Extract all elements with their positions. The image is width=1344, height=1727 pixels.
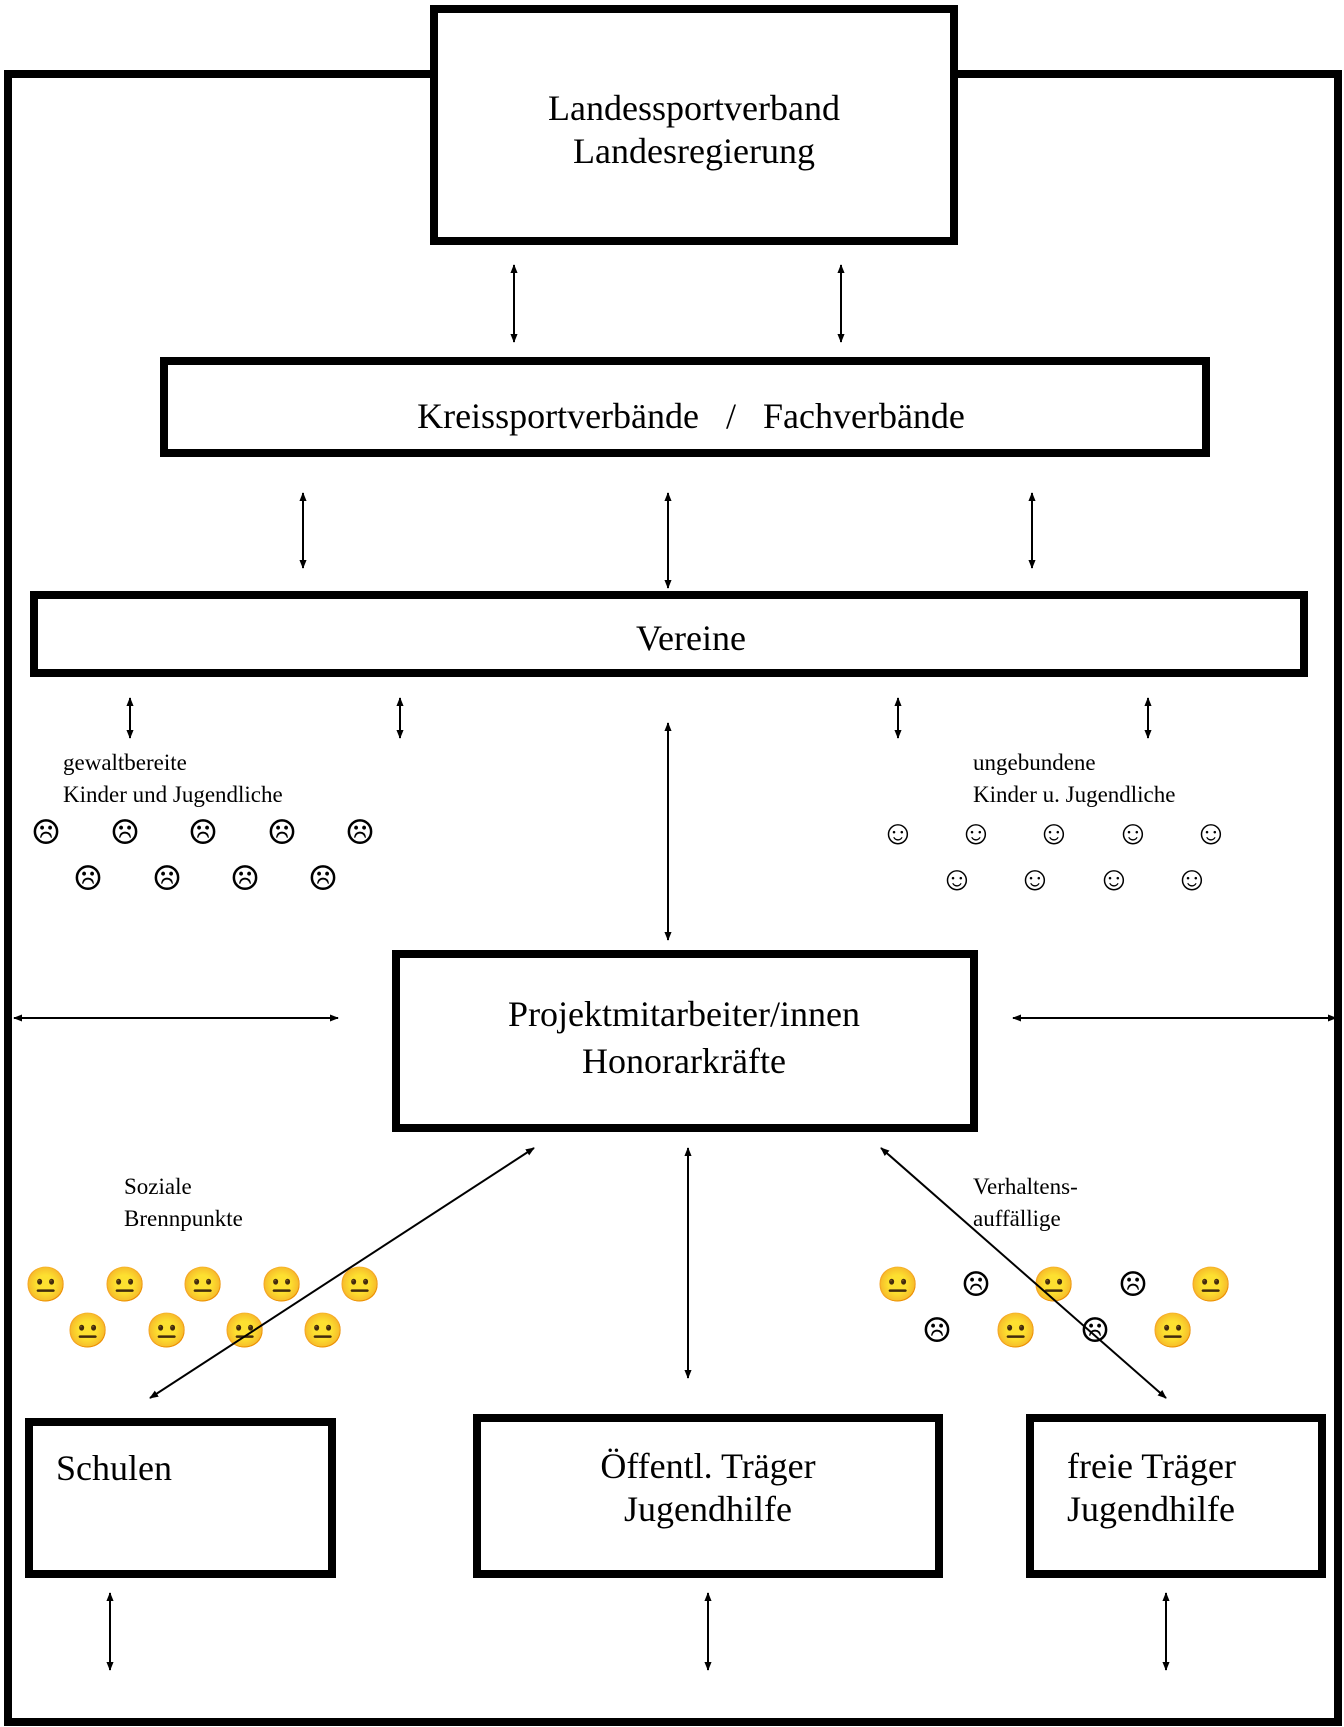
neutral-face-icon: 😐 bbox=[1033, 1266, 1075, 1304]
verhalten-label-line2: auffällige bbox=[973, 1206, 1061, 1231]
projekt-line2: Honorarkräfte bbox=[582, 1041, 786, 1081]
arrows bbox=[13, 264, 1337, 1671]
neutral-face-icon: 😐 bbox=[182, 1266, 224, 1304]
smile-face-icon: ☺ bbox=[1018, 861, 1053, 898]
sad-face-icon: ☹ bbox=[110, 815, 140, 852]
sad-face-icon: ☹ bbox=[961, 1267, 991, 1304]
smile-face-icon: ☺ bbox=[1116, 815, 1151, 852]
oeffentl-traeger-box: Öffentl. Träger Jugendhilfe bbox=[473, 1414, 943, 1578]
oeffentl-line1: Öffentl. Träger bbox=[600, 1446, 815, 1486]
neutral-face-icon: 😐 bbox=[995, 1312, 1037, 1350]
neutral-face-icon: 😐 bbox=[877, 1266, 919, 1304]
sad-face-icon: ☹ bbox=[31, 815, 61, 852]
smile-face-icon: ☺ bbox=[1097, 861, 1132, 898]
arrow-projekt-schulen bbox=[149, 1147, 535, 1399]
smile-face-icon: ☺ bbox=[959, 815, 994, 852]
vereine-box: Vereine bbox=[30, 591, 1308, 677]
sad-face-icon: ☹ bbox=[267, 815, 297, 852]
sad-face-icon: ☹ bbox=[230, 861, 260, 898]
verhalten-label-line1: Verhaltens- bbox=[973, 1174, 1078, 1199]
neutral-face-icon: 😐 bbox=[224, 1312, 266, 1350]
neutral-face-icon: 😐 bbox=[104, 1266, 146, 1304]
smile-face-icon: ☺ bbox=[1175, 861, 1210, 898]
freie-traeger-box: freie Träger Jugendhilfe bbox=[1026, 1414, 1326, 1578]
projektmitarbeiter-box: Projektmitarbeiter/innen Honorarkräfte bbox=[392, 950, 978, 1132]
landessport-line2: Landesregierung bbox=[573, 131, 815, 171]
kreissportverbaende-box: Kreissportverbände / Fachverbände bbox=[160, 357, 1210, 457]
ungebunden-faces: ☺ ☺ ☺ ☺ ☺ ☺ ☺ ☺ ☺ bbox=[881, 815, 1229, 898]
smile-face-icon: ☺ bbox=[940, 861, 975, 898]
smile-face-icon: ☺ bbox=[881, 815, 916, 852]
sad-face-icon: ☹ bbox=[345, 815, 375, 852]
gewalt-label-line2: Kinder und Jugendliche bbox=[63, 782, 283, 807]
landessport-line1: Landessportverband bbox=[548, 88, 840, 128]
sozial-label-line2: Brennpunkte bbox=[124, 1206, 243, 1231]
arrow-projekt-freie bbox=[880, 1147, 1167, 1399]
freie-line1: freie Träger bbox=[1067, 1446, 1236, 1486]
neutral-face-icon: 😐 bbox=[1190, 1266, 1232, 1304]
gewalt-label-line1: gewaltbereite bbox=[63, 750, 187, 775]
sad-face-icon: ☹ bbox=[1118, 1267, 1148, 1304]
neutral-face-icon: 😐 bbox=[67, 1312, 109, 1350]
schulen-label: Schulen bbox=[56, 1448, 172, 1488]
kreis-label: Kreissportverbände / Fachverbände bbox=[417, 396, 965, 436]
oeffentl-line2: Jugendhilfe bbox=[624, 1489, 792, 1529]
sad-face-icon: ☹ bbox=[308, 861, 338, 898]
neutral-face-icon: 😐 bbox=[25, 1266, 67, 1304]
vereine-label: Vereine bbox=[636, 618, 746, 658]
ungebunden-label-line1: ungebundene bbox=[973, 750, 1096, 775]
neutral-face-icon: 😐 bbox=[261, 1266, 303, 1304]
smile-face-icon: ☺ bbox=[1194, 815, 1229, 852]
neutral-face-icon: 😐 bbox=[1152, 1312, 1194, 1350]
smile-face-icon: ☺ bbox=[1037, 815, 1072, 852]
sozial-label-line1: Soziale bbox=[124, 1174, 192, 1199]
sad-face-icon: ☹ bbox=[152, 861, 182, 898]
projekt-line1: Projektmitarbeiter/innen bbox=[508, 994, 860, 1034]
ungebunden-label-line2: Kinder u. Jugendliche bbox=[973, 782, 1175, 807]
gewalt-faces: ☹ ☹ ☹ ☹ ☹ ☹ ☹ ☹ ☹ bbox=[31, 815, 375, 898]
neutral-face-icon: 😐 bbox=[146, 1312, 188, 1350]
neutral-face-icon: 😐 bbox=[302, 1312, 344, 1350]
schulen-box: Schulen bbox=[25, 1418, 336, 1578]
sozial-faces: 😐 😐 😐 😐 😐 😐 😐 😐 😐 bbox=[25, 1266, 381, 1350]
sad-face-icon: ☹ bbox=[73, 861, 103, 898]
verhalten-faces: 😐 ☹ 😐 ☹ 😐 ☹ 😐 ☹ 😐 bbox=[877, 1266, 1232, 1350]
freie-line2: Jugendhilfe bbox=[1067, 1489, 1235, 1529]
sad-face-icon: ☹ bbox=[188, 815, 218, 852]
sad-face-icon: ☹ bbox=[922, 1313, 952, 1350]
landessportverband-box: Landessportverband Landesregierung bbox=[430, 5, 958, 245]
